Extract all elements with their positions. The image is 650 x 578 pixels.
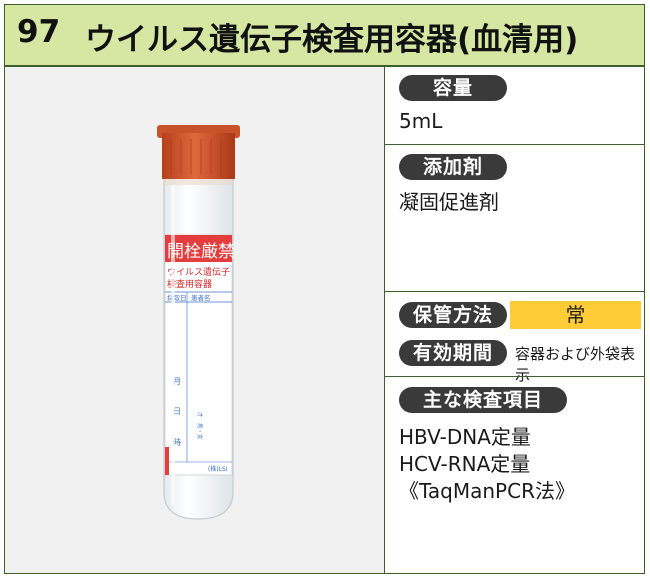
storage-value: 常 — [510, 301, 641, 329]
page-title: ウイルス遺伝子検査用容器(血清用) — [85, 22, 579, 58]
label-sex: 才 男・女 — [196, 412, 204, 440]
label-name-1: ウイルス遺伝子 — [167, 266, 230, 278]
item-number: 97 — [17, 14, 61, 50]
label-name-2: 検査用容器 — [167, 278, 212, 290]
product-photo: 開栓厳禁 ウイルス遺伝子 検査用容器 採取日 患者名 月 日 時 才 男・女 (… — [5, 67, 385, 573]
label-hour: 時 — [173, 438, 181, 447]
list-item: 《TaqManPCR法》 — [399, 479, 575, 503]
capacity-value: 5mL — [399, 109, 443, 133]
blood-tube-image: 開栓厳禁 ウイルス遺伝子 検査用容器 採取日 患者名 月 日 時 才 男・女 (… — [157, 125, 240, 520]
label-day: 日 — [173, 407, 181, 416]
container-card: 97 ウイルス遺伝子検査用容器(血清用) — [4, 4, 645, 574]
storage-label: 保管方法 — [399, 302, 507, 328]
additive-label: 添加剤 — [399, 154, 507, 180]
title-bar: 97 ウイルス遺伝子検査用容器(血清用) — [5, 5, 644, 67]
spec-panel: 容量 5mL 添加剤 凝固促進剤 保管方法 常 有効期間 容器および外袋表示 主… — [385, 67, 644, 573]
tests-label: 主な検査項目 — [399, 387, 567, 413]
list-item: HBV-DNA定量 — [399, 425, 531, 449]
label-col1: 採取日 — [167, 293, 187, 302]
expiry-label: 有効期間 — [399, 340, 507, 366]
cap-body — [162, 133, 235, 179]
additive-value: 凝固促進剤 — [399, 190, 499, 214]
label-month: 月 — [173, 377, 181, 386]
label-maker: (株)LSI — [208, 465, 228, 473]
divider — [385, 376, 644, 377]
divider — [385, 144, 644, 145]
expiry-value: 容器および外袋表示 — [515, 345, 636, 384]
divider — [385, 291, 644, 292]
warning-text: 開栓厳禁 — [167, 242, 235, 262]
label-col2: 患者名 — [191, 293, 211, 302]
tests-list: HBV-DNA定量 HCV-RNA定量 《TaqManPCR法》 — [399, 424, 575, 505]
tube-label — [164, 234, 233, 476]
capacity-label: 容量 — [399, 75, 507, 101]
list-item: HCV-RNA定量 — [399, 452, 531, 476]
warning-band — [165, 235, 232, 262]
